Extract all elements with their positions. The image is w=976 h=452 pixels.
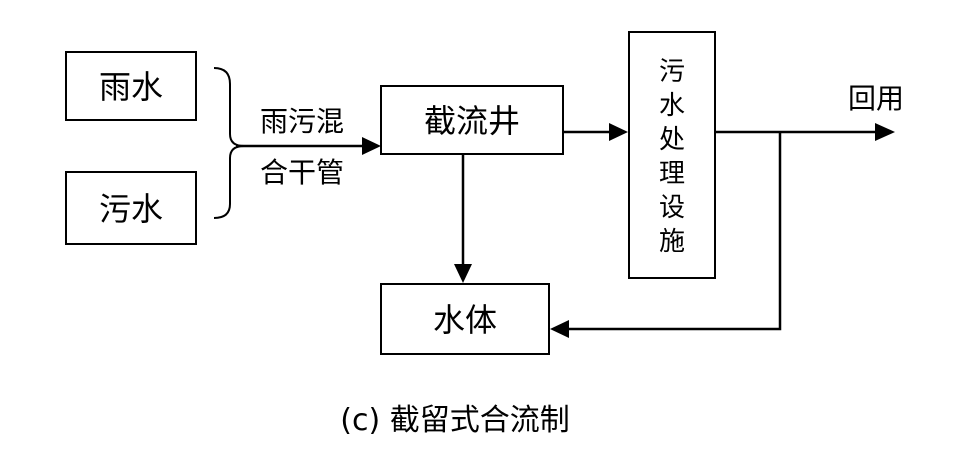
well-to-treatment-arrowhead — [609, 123, 628, 141]
effluent-return-line — [568, 132, 782, 331]
reuse-label: 回用 — [848, 82, 904, 115]
water-body-label: 水体 — [433, 301, 497, 339]
combined-pipe-label-line2: 合干管 — [260, 156, 344, 189]
merge-brace — [213, 67, 245, 219]
treatment-char: 水 — [659, 91, 685, 121]
reuse-arrowhead — [875, 123, 895, 141]
treatment-char: 处 — [659, 125, 685, 155]
interceptor-well-box — [380, 85, 564, 155]
treatment-char: 设 — [659, 193, 685, 223]
sewage-box — [65, 171, 197, 245]
interceptor-well-label: 截流井 — [424, 102, 520, 140]
water-body-box — [380, 283, 550, 355]
treatment-char: 施 — [659, 227, 685, 257]
rain-box — [65, 51, 197, 121]
overflow-arrowhead — [454, 264, 472, 283]
sewage-label: 污水 — [99, 190, 163, 228]
rain-label: 雨水 — [99, 68, 163, 106]
combined-pipe-arrowhead — [362, 137, 381, 155]
figure-caption: (c) 截留式合流制 — [340, 403, 569, 438]
combined-pipe-label-line1: 雨污混 — [260, 105, 344, 138]
treatment-facility-box — [628, 31, 716, 279]
effluent-return-arrowhead — [550, 320, 569, 338]
treatment-char: 污 — [659, 57, 685, 87]
treatment-char: 理 — [659, 159, 685, 189]
